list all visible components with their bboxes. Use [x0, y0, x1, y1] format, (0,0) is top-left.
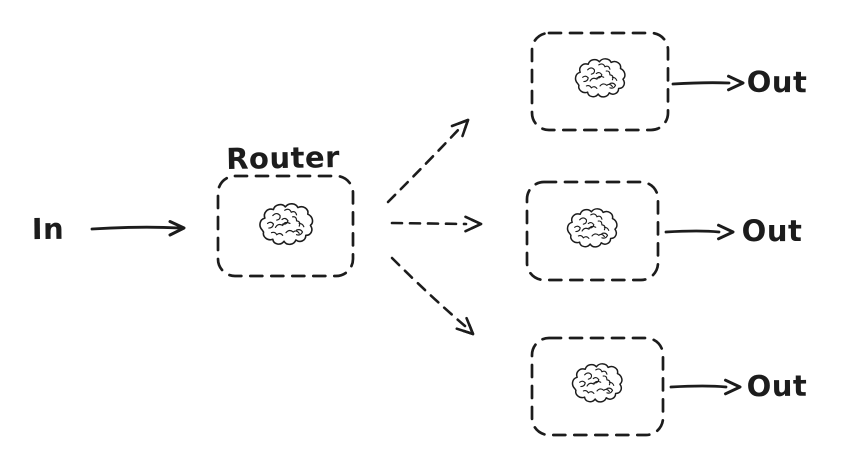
expert-box-middle	[525, 180, 660, 282]
brain-icon	[574, 58, 626, 98]
brain-icon	[566, 208, 618, 248]
output-label: Out	[741, 214, 803, 248]
output-label: Out	[746, 368, 808, 404]
brain-icon	[259, 202, 314, 246]
input-label: In	[31, 211, 65, 247]
brain-icon	[571, 363, 623, 403]
router-label: Router	[225, 140, 341, 176]
output-arrow-middle	[664, 223, 735, 241]
route-arrow-middle	[390, 215, 483, 233]
route-arrow-top	[386, 118, 470, 204]
output-arrow-bottom	[669, 378, 742, 396]
input-arrow	[90, 220, 186, 237]
expert-box-top	[530, 31, 670, 132]
output-label: Out	[746, 64, 808, 100]
expert-box-bottom	[530, 336, 665, 437]
router-box	[216, 174, 355, 278]
route-arrow-bottom	[390, 256, 475, 336]
output-arrow-top	[671, 74, 745, 92]
